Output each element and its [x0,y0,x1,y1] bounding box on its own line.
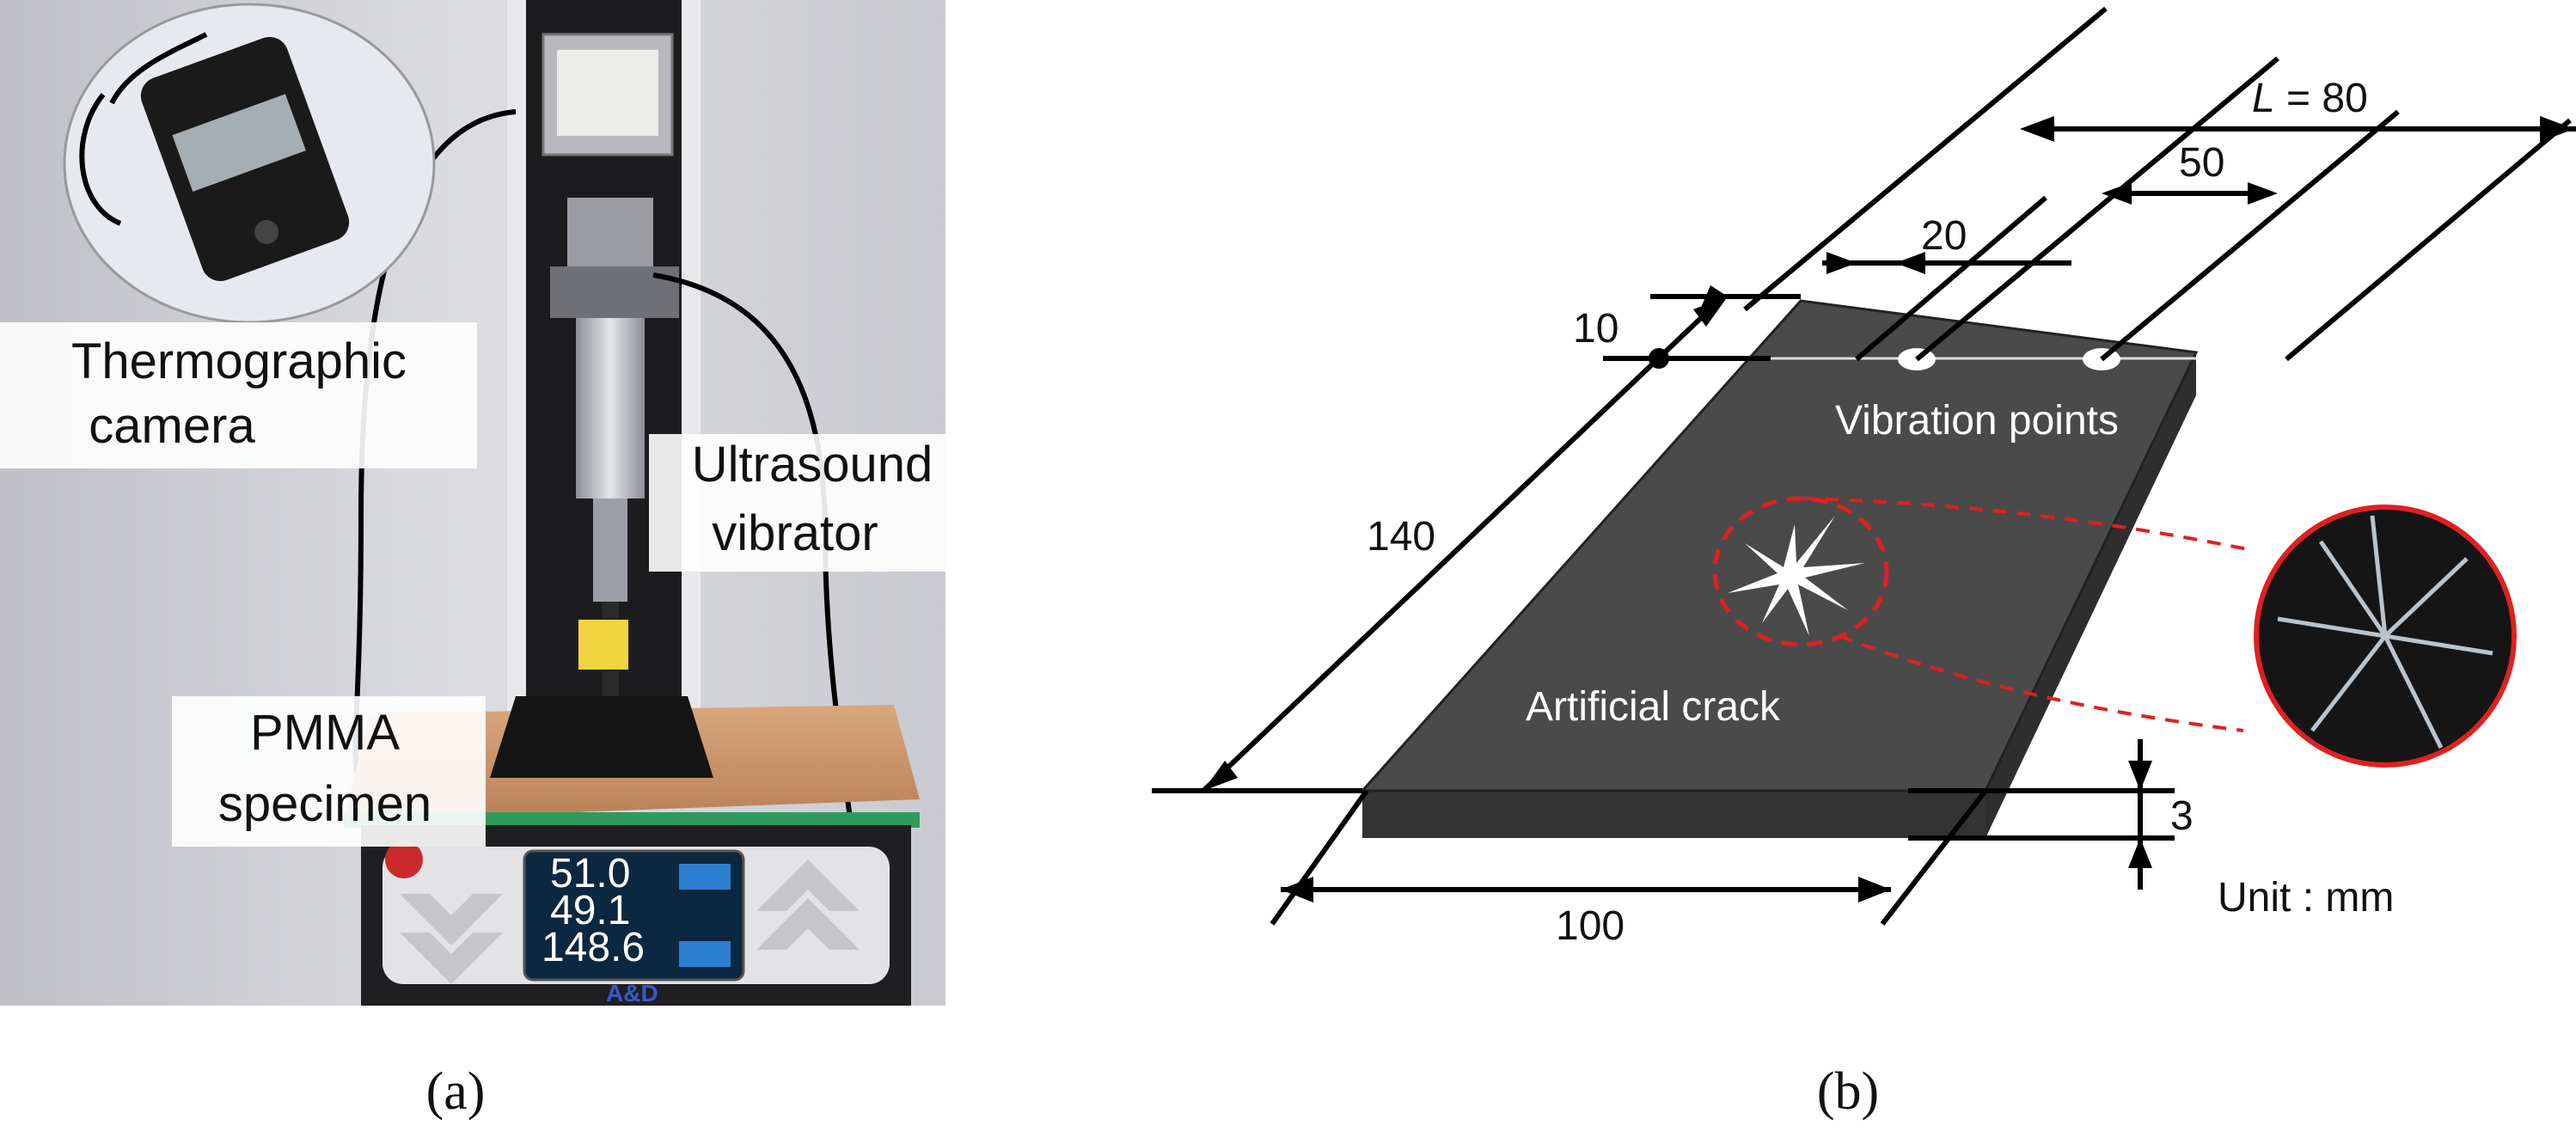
extension-line-far [2285,118,2572,362]
crack-magnified-lines [2277,515,2493,749]
vibrator-label-box [649,434,984,572]
display-reading-3: 148.6 [542,925,645,970]
brand-logo: A&D [606,980,658,1006]
dim-50-label: 50 [2179,140,2224,186]
dim-3-label: 3 [2170,793,2194,839]
emergency-stop-icon [385,841,423,878]
camera-label-line2: camera [89,398,255,454]
specimen-label-line1: PMMA [250,705,400,761]
dim-20-label: 20 [1921,213,1967,259]
camera-label-box [0,322,477,468]
plate-top-face [1359,299,2199,792]
display-reading-2: 49.1 [550,888,630,933]
chevron-down-icon [400,894,503,984]
display-reading-1: 51.0 [550,851,630,896]
plate-side-face [1986,352,2196,838]
dim-140-arrow [1201,298,1722,793]
panel-a-photo: 51.0 49.1 148.6 A&D Thermographic camera… [0,0,984,1006]
dim-L-value: = 80 [2275,76,2368,121]
dim-10-label: 10 [1573,306,1618,352]
extension-line-mid [1915,56,2279,362]
vibrator-body [576,318,645,499]
dim-L-italic: L [2252,76,2275,121]
specimen-plate [490,696,713,778]
plate-front-face [1362,791,1986,838]
vibrator-label-line2: vibrator [712,505,878,561]
specimen-label-line2: specimen [218,776,431,832]
dim-L-label: L = 80 [2252,76,2368,121]
specimen-label-box [172,696,486,847]
caption-a: (a) [426,1062,486,1121]
unit-label: Unit : mm [2218,875,2394,921]
crack-star-icon [1728,516,1865,636]
dim-100-label: 100 [1556,903,1625,949]
panel-b-schematic: Vibration points Artificial crack [1152,6,2576,949]
vibration-points-label: Vibration points [1835,398,2119,444]
thermographic-camera-icon [140,36,350,282]
warning-sticker-icon [577,618,630,671]
artificial-crack-label: Artificial crack [1526,684,1781,730]
clamp [567,198,653,266]
camera-label-line1: Thermographic [71,333,407,389]
vibrator-label-line1: Ultrasound [692,437,933,492]
caption-b: (b) [1817,1062,1879,1121]
dim-140-label: 140 [1367,514,1435,560]
chevron-up-icon [756,860,860,950]
extension-line-right [2100,109,2400,362]
extension-line-left [1743,6,2108,312]
